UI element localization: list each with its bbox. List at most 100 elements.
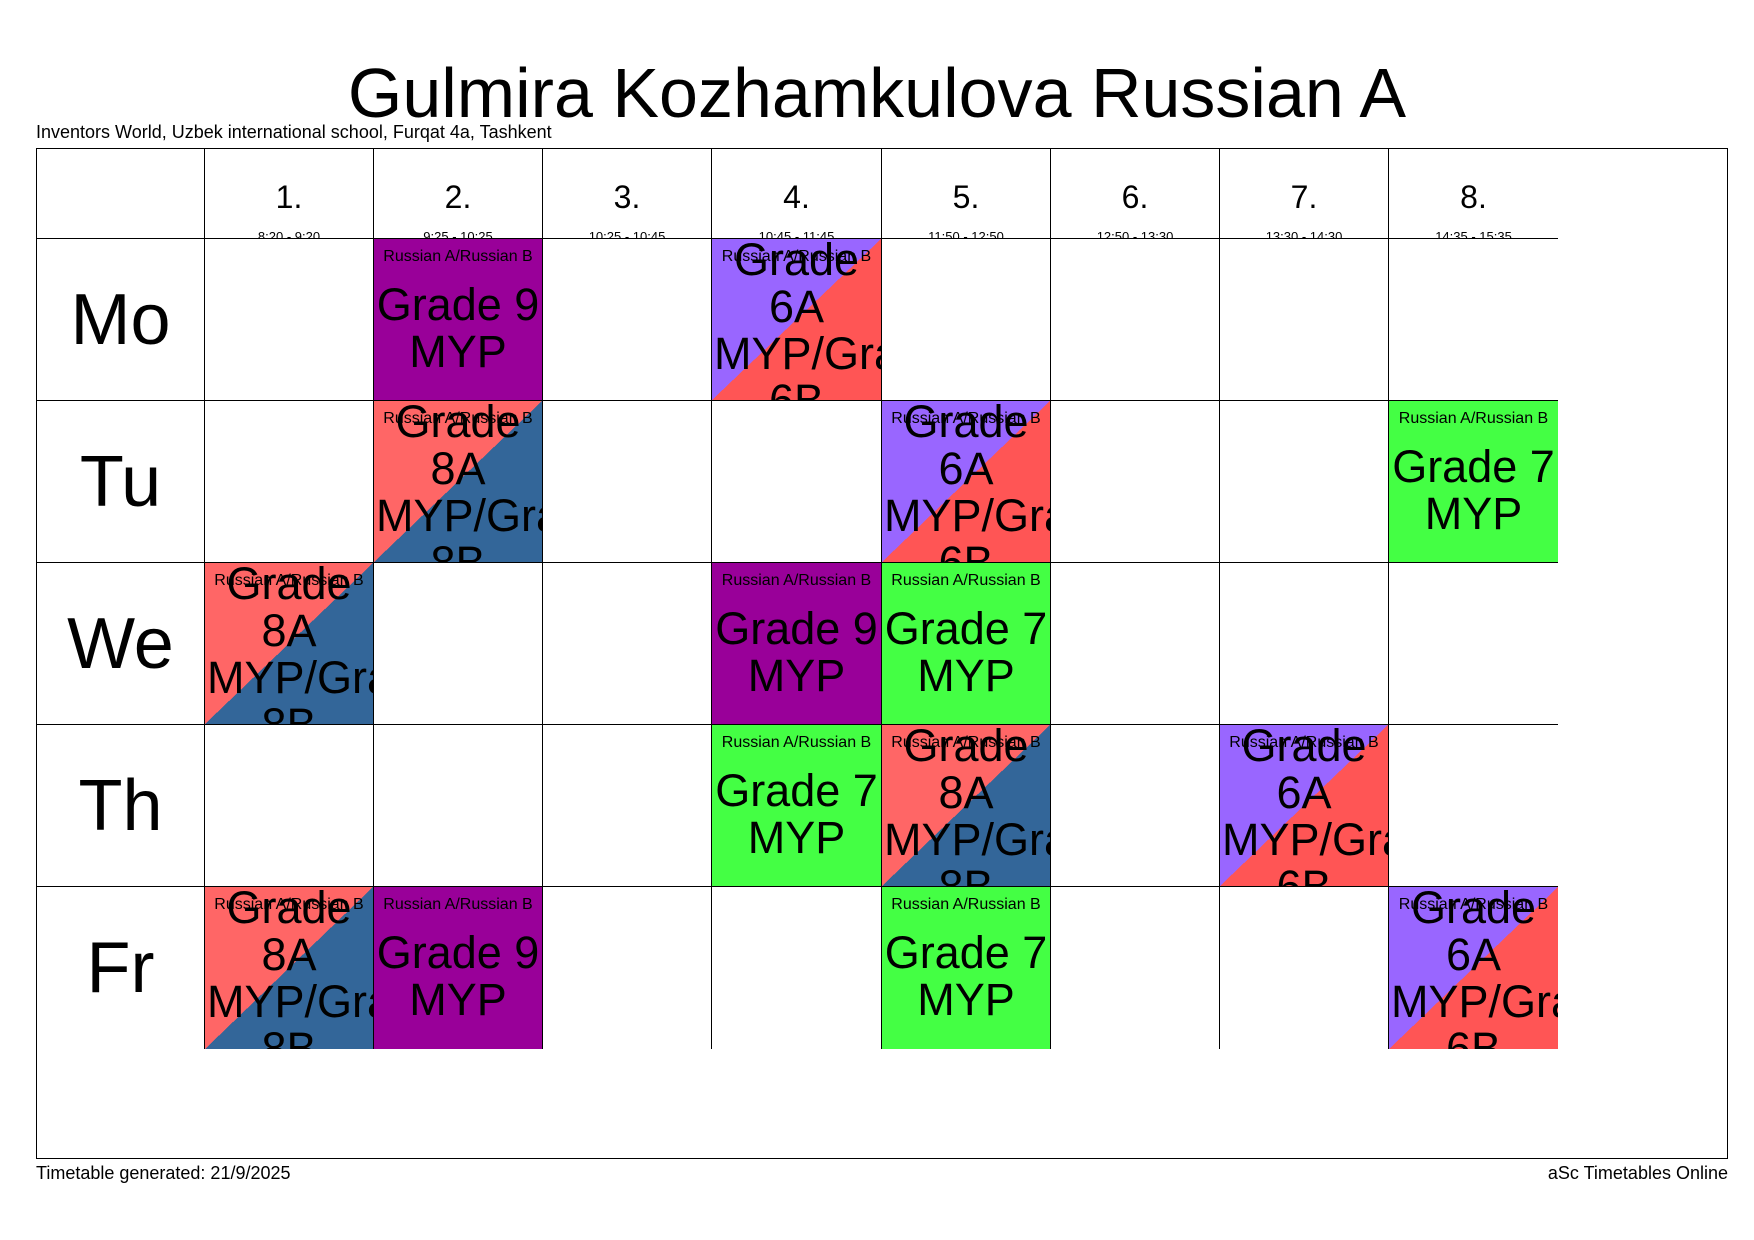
period-time: 14:35 - 15:35 [1435, 229, 1512, 239]
timetable-cell [543, 239, 712, 401]
period-header: 6. 12:50 - 13:30 [1051, 149, 1220, 239]
period-header: 7. 13:30 - 14:30 [1220, 149, 1389, 239]
period-number: 2. [444, 179, 472, 215]
timetable-cell: Russian A/Russian B Grade 7 MYP [882, 887, 1051, 1049]
timetable-cell [1220, 239, 1389, 401]
period-header: 3. 10:25 - 10:45 [543, 149, 712, 239]
lesson-subject: Russian A/Russian B [721, 572, 872, 589]
lesson-group: Grade 9 MYP [715, 603, 878, 701]
corner-cell [37, 149, 205, 239]
lesson-card[interactable]: Russian A/Russian B Grade 9 MYP [374, 887, 542, 1049]
period-number: 1. [275, 179, 303, 215]
period-header: 5. 11:50 - 12:50 [882, 149, 1051, 239]
timetable-cell [1220, 563, 1389, 725]
timetable-grid: 1. 8:20 - 9:20 2. 9:25 - 10:25 3. 10:25 - 10:… [36, 148, 1728, 1159]
lesson-group: Grade 6A MYP/Grade 6B MYP [714, 239, 881, 400]
period-header: 4. 10:45 - 11:45 [712, 149, 882, 239]
timetable-cell [543, 887, 712, 1049]
day-label: Tu [37, 401, 205, 563]
lesson-subject: Russian A/Russian B [1229, 734, 1379, 751]
period-number: 7. [1290, 179, 1318, 215]
lesson-group: Grade 6A MYP/Grade 6B MYP [884, 401, 1050, 562]
timetable-cell: Russian A/Russian B Grade 9 MYP [374, 239, 543, 401]
timetable-cell [1220, 887, 1389, 1049]
timetable-cell: Russian A/Russian B Grade 9 MYP [374, 887, 543, 1049]
timetable-cell [205, 725, 374, 887]
period-time: 9:25 - 10:25 [423, 229, 493, 239]
lesson-subject: Russian A/Russian B [721, 734, 872, 751]
lesson-group: Grade 9 MYP [376, 279, 540, 377]
period-time: 10:45 - 11:45 [758, 229, 835, 239]
timetable-cell [1051, 239, 1220, 401]
lesson-card[interactable]: Russian A/Russian B Grade 7 MYP [882, 887, 1050, 1049]
lesson-subject: Russian A/Russian B [721, 248, 872, 265]
lesson-group: Grade 8A MYP/Grade 8B MYP [376, 401, 542, 562]
lesson-subject: Russian A/Russian B [891, 410, 1041, 427]
day-label: Th [37, 725, 205, 887]
timetable-cell [543, 725, 712, 887]
period-time: 10:25 - 10:45 [588, 229, 666, 239]
lesson-subject: Russian A/Russian B [1398, 896, 1549, 913]
lesson-group: Grade 8A MYP/Grade 8B MYP [207, 887, 373, 1049]
lesson-group: Grade 6A MYP/Grade 6B MYP [1222, 725, 1388, 886]
lesson-group: Grade 6A MYP/Grade 6B MYP [1391, 887, 1558, 1049]
timetable-cell [205, 239, 374, 401]
day-label: Fr [37, 887, 205, 1049]
lesson-subject: Russian A/Russian B [383, 896, 533, 913]
lesson-subject: Russian A/Russian B [891, 572, 1041, 589]
period-number: 8. [1460, 179, 1487, 215]
lesson-card[interactable]: Russian A/Russian B Grade 9 MYP [374, 239, 542, 400]
lesson-group: Grade 8A MYP/Grade 8B MYP [884, 725, 1050, 886]
period-number: 6. [1121, 179, 1149, 215]
timetable-cell [1051, 401, 1220, 563]
period-number: 3. [613, 179, 641, 215]
timetable-cell [882, 239, 1051, 401]
day-label: We [37, 563, 205, 725]
period-time: 13:30 - 14:30 [1265, 229, 1343, 239]
lesson-card[interactable]: Russian A/Russian B Grade 9 MYP [712, 563, 881, 724]
period-time: 11:50 - 12:50 [928, 229, 1004, 239]
lesson-group: Grade 9 MYP [376, 927, 540, 1025]
timetable-cell [205, 401, 374, 563]
lesson-subject: Russian A/Russian B [383, 248, 533, 265]
timetable-cell [1389, 725, 1558, 887]
period-time: 8:20 - 9:20 [257, 229, 321, 239]
timetable-cell [712, 401, 882, 563]
timetable-cell: Russian A/Russian B Grade 9 MYP [712, 563, 882, 725]
lesson-subject: Russian A/Russian B [383, 410, 533, 427]
lesson-group: Grade 7 MYP [884, 603, 1048, 701]
lesson-group: Grade 7 MYP [884, 927, 1048, 1025]
lesson-subject: Russian A/Russian B [214, 572, 364, 589]
period-time: 12:50 - 13:30 [1096, 229, 1174, 239]
lesson-subject: Russian A/Russian B [891, 734, 1041, 751]
lesson-card[interactable]: Russian A/Russian B Grade 7 MYP [882, 563, 1050, 724]
brand-label: aSc Timetables Online [1547, 1163, 1728, 1183]
period-number: 4. [783, 179, 810, 215]
period-header: 8. 14:35 - 15:35 [1389, 149, 1558, 239]
period-number: 5. [952, 179, 980, 215]
timetable-cell [374, 563, 543, 725]
lesson-group: Grade 7 MYP [1392, 441, 1555, 539]
timetable-cell [374, 725, 543, 887]
lesson-subject: Russian A/Russian B [891, 896, 1041, 913]
timetable-cell [1389, 239, 1558, 401]
timetable-cell [1051, 725, 1220, 887]
day-label: Mo [37, 239, 205, 401]
